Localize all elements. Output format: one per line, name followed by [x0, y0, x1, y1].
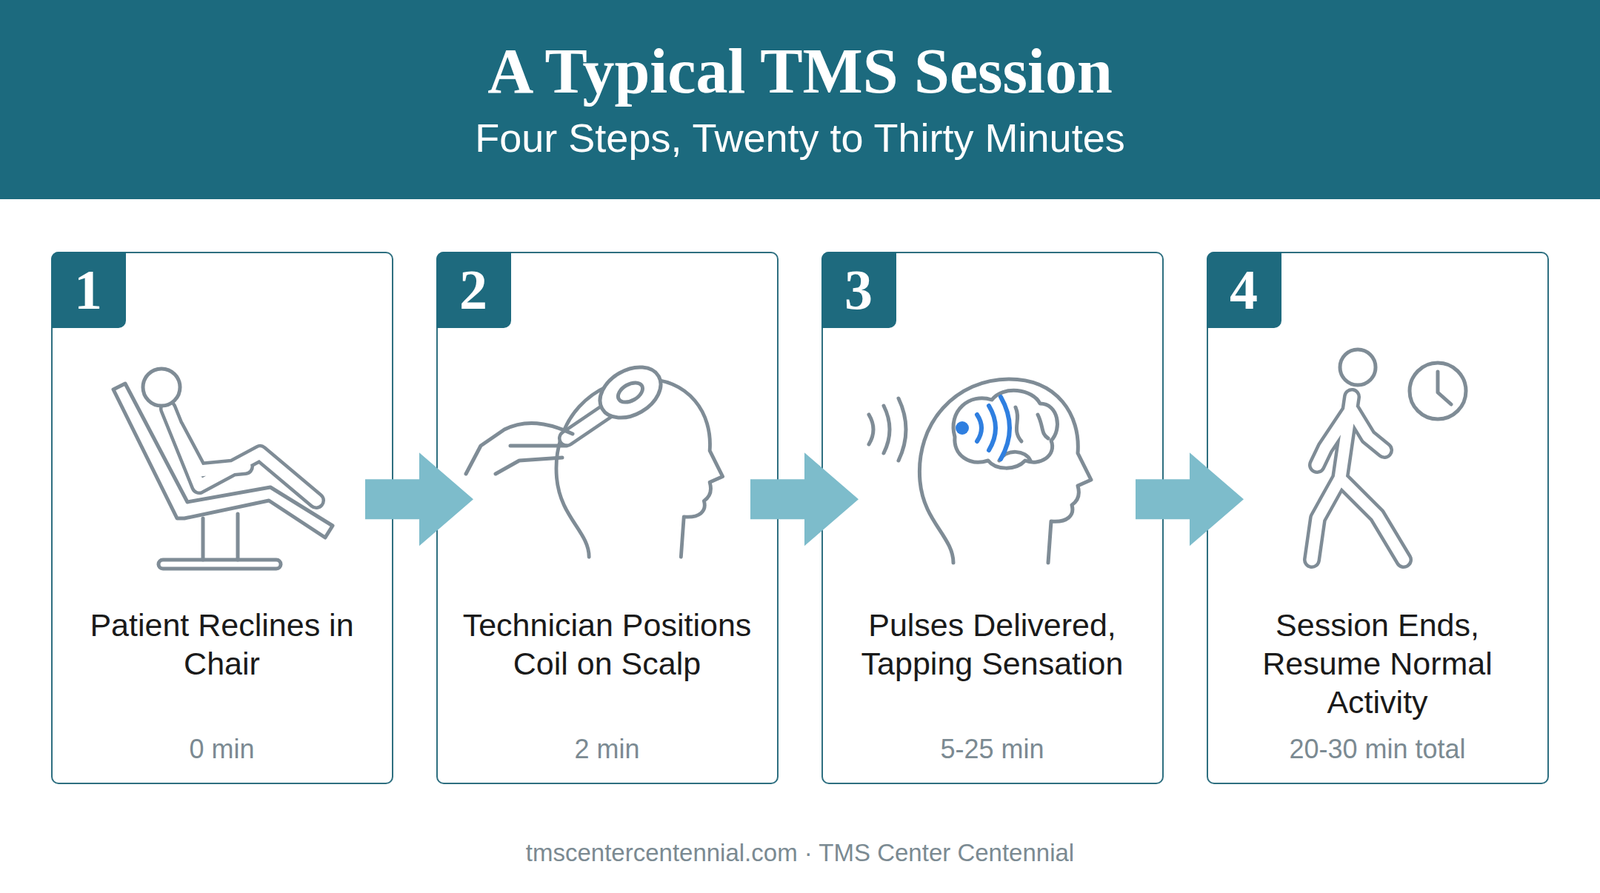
- flow-arrow: [750, 452, 859, 546]
- coil-ring: [591, 357, 670, 429]
- step-number-badge: 1: [51, 251, 126, 329]
- walking-person: [1311, 397, 1404, 560]
- walking-person-fill: [1311, 397, 1404, 560]
- step-number: 4: [1229, 261, 1258, 318]
- step-number: 1: [74, 261, 103, 318]
- coil-icon: [465, 357, 723, 558]
- step-label: Session Ends, Resume Normal Activity: [1259, 605, 1497, 722]
- recliner-icon: [113, 368, 333, 569]
- step-card: Session Ends, Resume Normal Activity 20-3…: [1206, 251, 1549, 785]
- person-head: [142, 368, 180, 406]
- pulse-waves-blue: [977, 397, 1010, 460]
- flow-arrow: [365, 452, 474, 546]
- coil-handle: [566, 410, 609, 439]
- coil-center: [614, 378, 646, 406]
- step-label: Pulses Delivered, Tapping Sensation: [832, 605, 1153, 683]
- subtitle: Four Steps, Twenty to Thirty Minutes: [0, 117, 1600, 158]
- step-duration: 20-30 min total: [1208, 733, 1547, 766]
- step-label: Patient Reclines in Chair: [88, 605, 356, 683]
- chair-base: [158, 560, 281, 569]
- chair-outline: [113, 383, 333, 538]
- person-head: [1340, 349, 1376, 386]
- clock-face: [1409, 362, 1466, 420]
- chair-stem: [202, 514, 238, 560]
- brain: [953, 390, 1058, 469]
- step-number: 3: [844, 261, 873, 318]
- step-card: Patient Reclines in Chair 0 min 1: [51, 251, 394, 785]
- diagram-title: A Typical TMS Session: [0, 39, 1600, 103]
- pulse-dot: [955, 421, 969, 435]
- pulse-waves: [868, 398, 906, 461]
- step-card: Pulses Delivered, Tapping Sensation 5-25 …: [821, 251, 1164, 785]
- pulse-icon: [868, 379, 1092, 563]
- step-label: Technician Positions Coil on Scalp: [447, 605, 768, 683]
- step-duration: 5-25 min: [822, 733, 1162, 766]
- source-caption: tmscentercentennial.com · TMS Center Cen…: [0, 840, 1600, 867]
- step-duration: 2 min: [437, 733, 777, 766]
- hand: [465, 422, 573, 475]
- brain-folds: [999, 407, 1049, 461]
- head-profile: [556, 379, 723, 558]
- person-body: [168, 408, 317, 501]
- header-band: [0, 0, 1600, 200]
- clock-hands: [1437, 371, 1452, 405]
- step-number-badge: 2: [436, 251, 512, 329]
- step-number-badge: 3: [821, 251, 897, 329]
- coil-handle-fill: [566, 410, 609, 439]
- step-card: Technician Positions Coil on Scalp 2 min 2: [436, 251, 779, 785]
- walk-icon: [1311, 349, 1466, 560]
- step-number-badge: 4: [1206, 251, 1282, 329]
- flow-arrow: [1135, 452, 1244, 546]
- head-profile: [919, 379, 1092, 563]
- step-duration: 0 min: [52, 733, 392, 766]
- person-body-fill: [168, 408, 317, 501]
- step-number: 2: [459, 261, 488, 318]
